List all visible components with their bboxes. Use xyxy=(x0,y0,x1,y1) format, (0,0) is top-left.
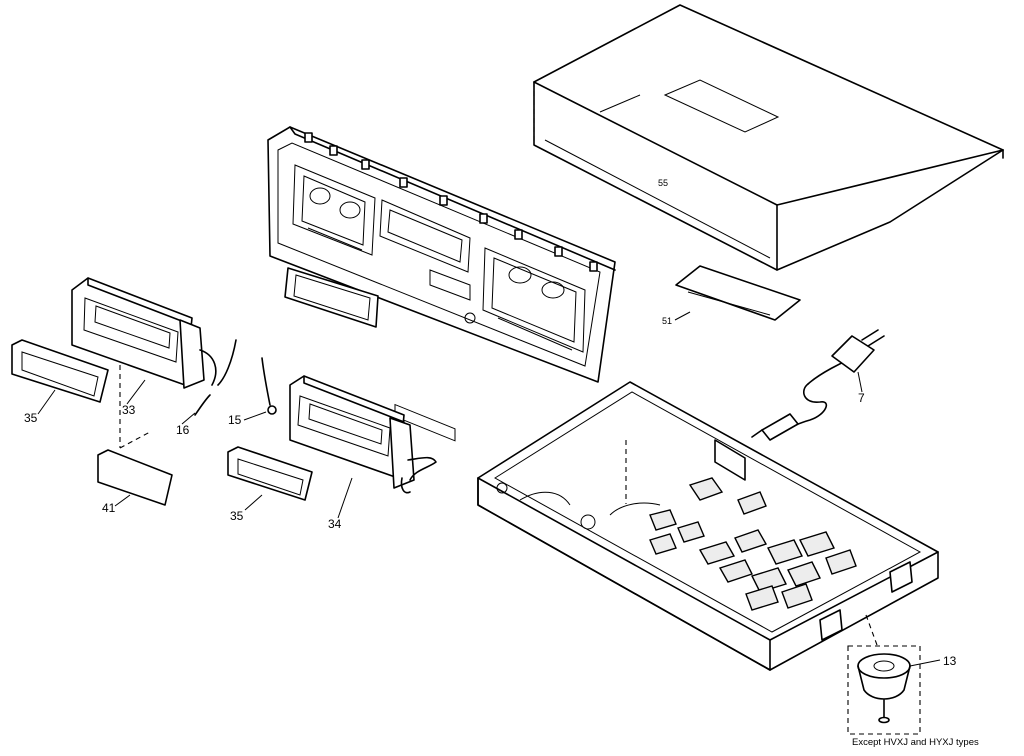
label-35-right: 35 xyxy=(230,509,244,523)
label-51: 51 xyxy=(662,316,672,326)
label-55: 55 xyxy=(658,178,668,188)
label-15: 15 xyxy=(228,413,242,427)
label-34: 34 xyxy=(328,517,342,531)
label-7: 7 xyxy=(858,391,865,405)
spring-part-16 xyxy=(194,394,211,416)
label-16: 16 xyxy=(176,423,190,437)
label-part-41 xyxy=(97,365,173,506)
top-cover-part-55 xyxy=(533,4,1004,271)
label-33: 33 xyxy=(122,403,136,417)
front-panel xyxy=(267,126,616,442)
chassis-cutouts xyxy=(649,477,857,611)
window-plate-part-35-left xyxy=(11,339,109,403)
panel-knobs xyxy=(304,132,598,272)
foot-note: Except HVXJ and HYXJ types xyxy=(852,737,979,748)
window-plate-part-35-right xyxy=(227,446,313,501)
label-13: 13 xyxy=(943,654,957,668)
label-41: 41 xyxy=(102,501,116,515)
power-cord-part-7 xyxy=(751,329,885,441)
cassette-holder-part-33 xyxy=(71,277,237,389)
foot-part-13 xyxy=(847,645,921,735)
label-sheet-part-51 xyxy=(675,265,801,321)
spring-part-15 xyxy=(261,357,277,415)
chassis xyxy=(477,381,939,671)
panel-window-plate xyxy=(284,267,379,328)
cassette-holder-part-34 xyxy=(289,375,437,494)
callout-leaders xyxy=(37,311,941,667)
label-35-left: 35 xyxy=(24,411,38,425)
